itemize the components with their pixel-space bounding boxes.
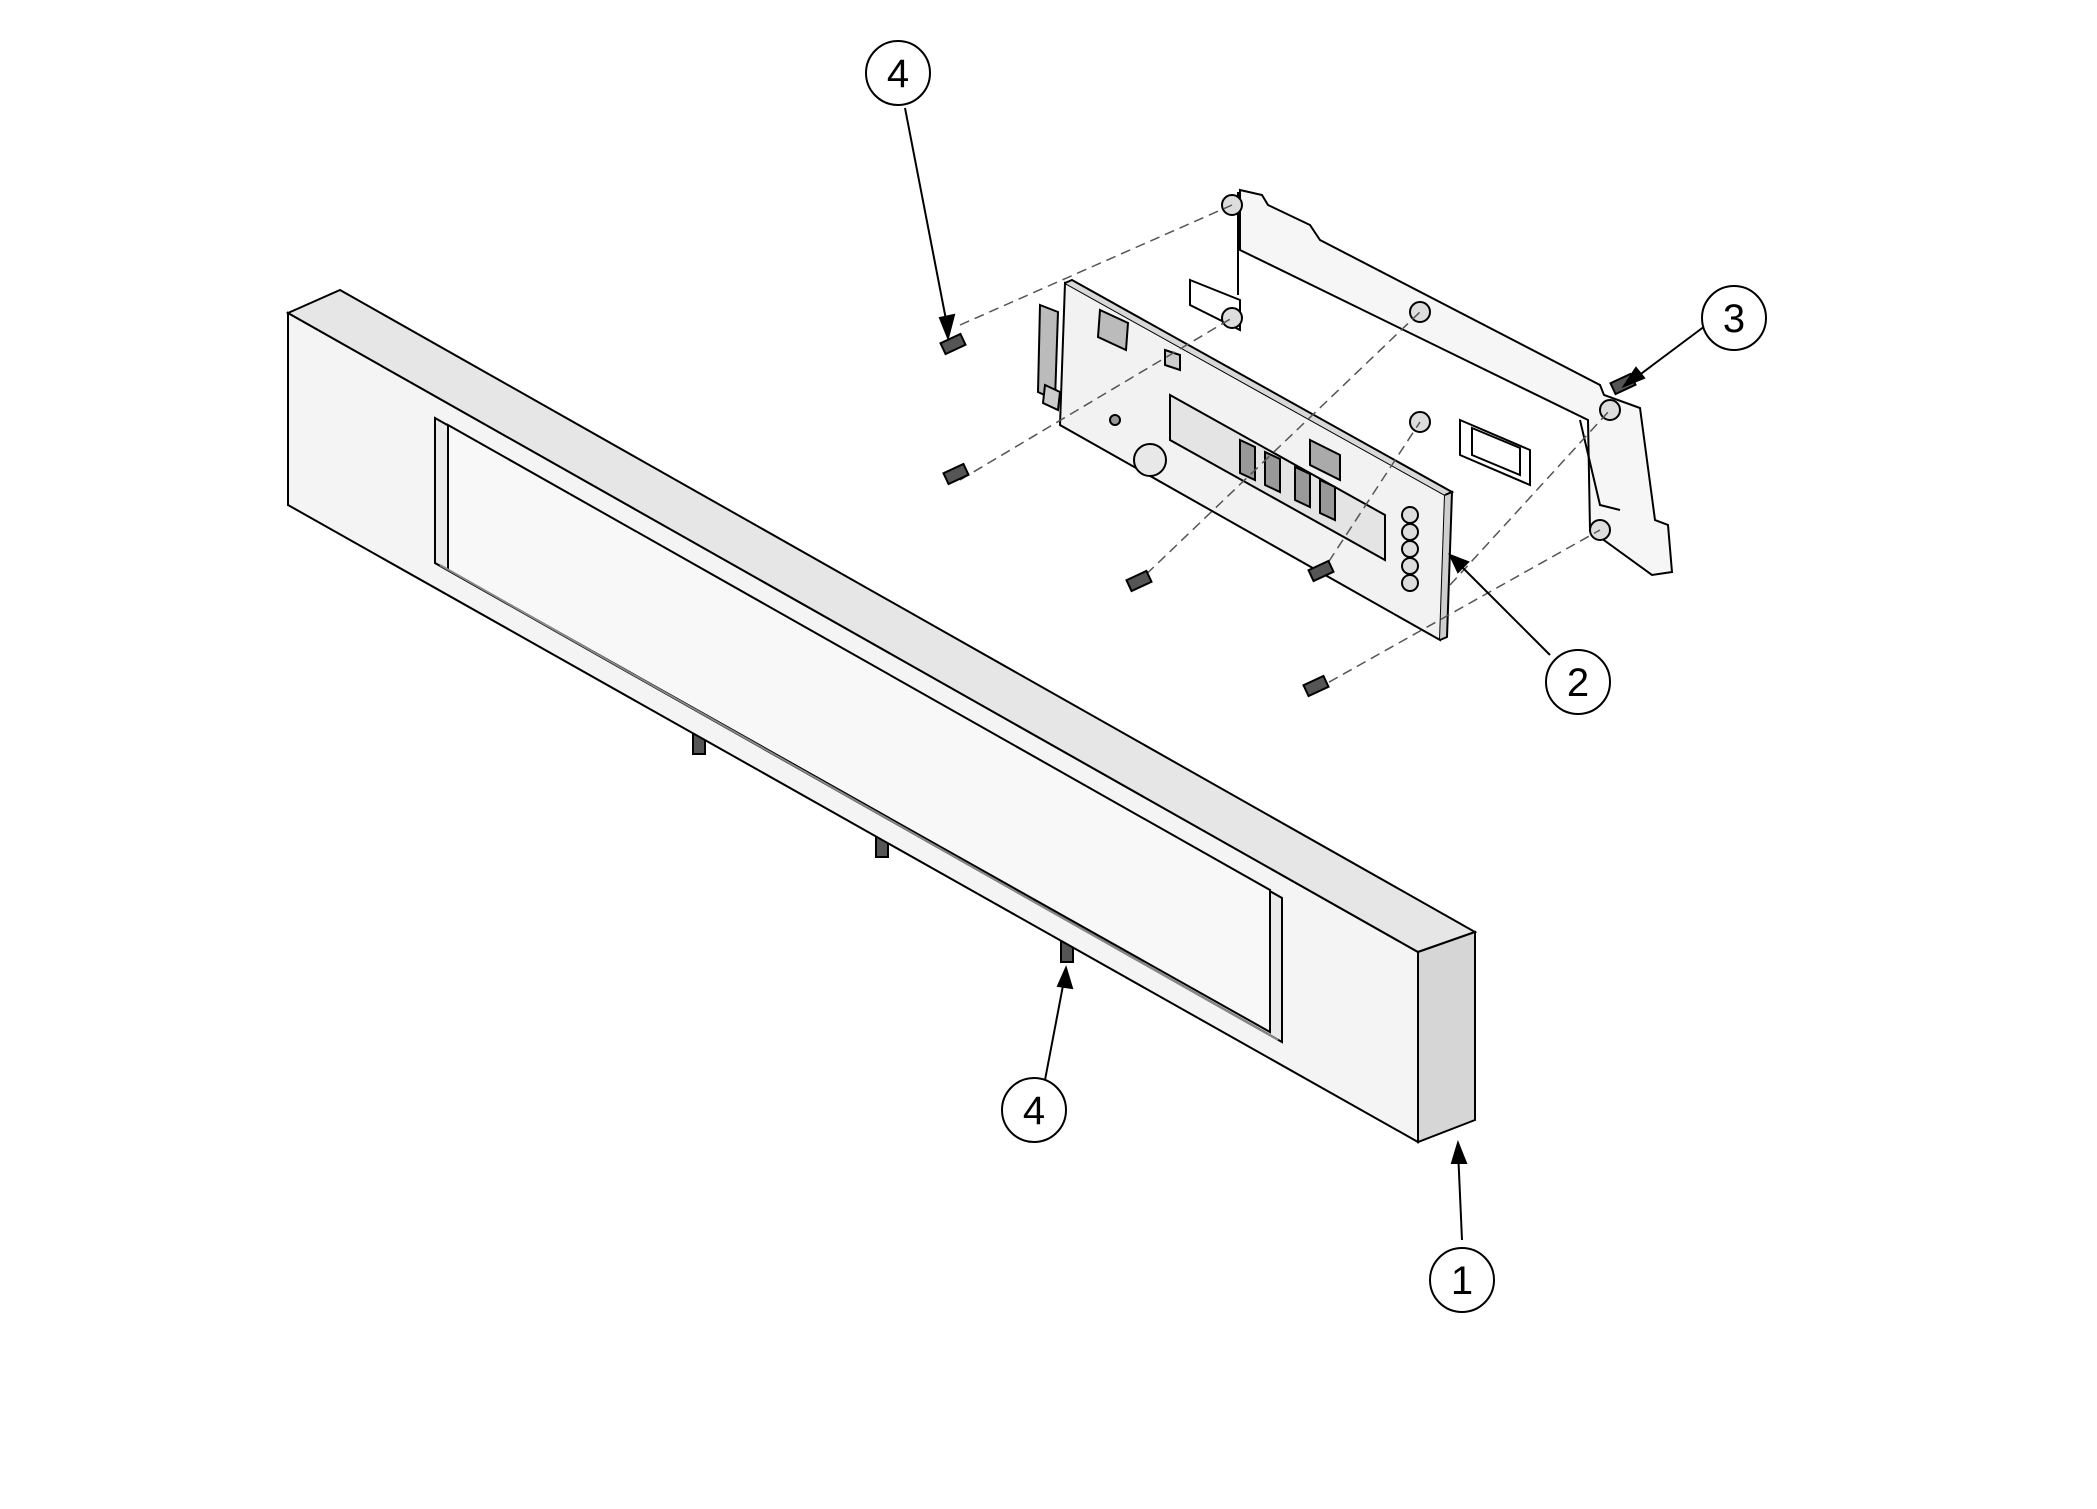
callout-3: 3 [1701,285,1767,351]
screw-top-left [939,332,967,356]
svg-text:2: 2 [1567,661,1589,705]
svg-text:3: 3 [1723,297,1745,341]
screw-right-mid [1307,559,1335,583]
svg-text:4: 4 [1023,1089,1045,1133]
screw-mid [1125,569,1153,593]
callout-1: 1 [1429,1247,1495,1313]
callout-2: 2 [1545,649,1611,715]
leader-lines [904,107,1714,1241]
control-board [1036,278,1455,642]
svg-text:4: 4 [887,52,909,96]
callout-4-bottom: 4 [1001,1077,1067,1143]
callout-4-top: 4 [865,40,931,106]
screw-mid-left [942,462,970,486]
screw-bottom [1302,674,1330,698]
screws [692,332,1637,963]
front-control-panel [285,288,1478,1144]
assembly-lines [959,204,1611,691]
svg-text:1: 1 [1451,1259,1473,1303]
